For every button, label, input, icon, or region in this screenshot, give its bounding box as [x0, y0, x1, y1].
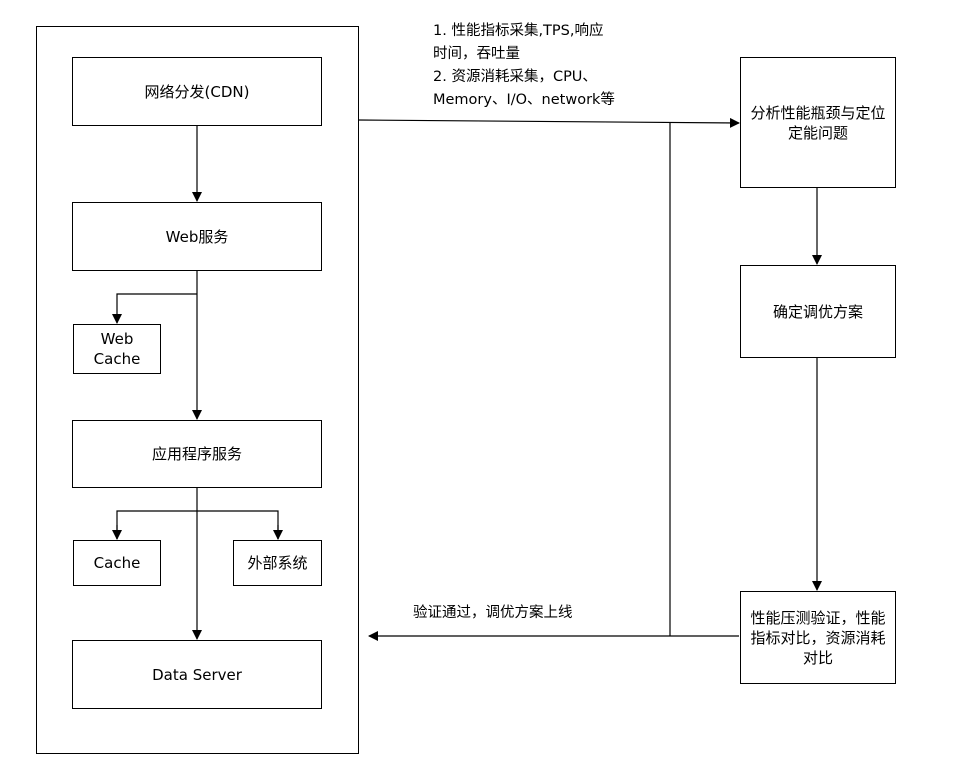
data-server-box: Data Server — [72, 640, 322, 709]
external-system-label: 外部系统 — [247, 554, 308, 572]
collection-note: 1. 性能指标采集,TPS,响应 时间，吞吐量 2. 资源消耗采集，CPU、 M… — [433, 20, 615, 112]
verify-box: 性能压测验证，性能指标对比，资源消耗对比 — [740, 591, 896, 684]
tune-plan-box: 确定调优方案 — [740, 265, 896, 358]
tune-plan-label: 确定调优方案 — [772, 302, 863, 321]
arrow-web-to-webcache — [112, 293, 197, 324]
arrow-stack-to-analyze — [357, 117, 740, 128]
analyze-label: 分析性能瓶颈与定位定能问题 — [750, 103, 886, 142]
system-stack-frame — [36, 26, 359, 754]
cache-label: Cache — [93, 554, 141, 572]
cdn-box: 网络分发(CDN) — [72, 57, 322, 126]
release-note: 验证通过，调优方案上线 — [413, 605, 573, 621]
app-service-box: 应用程序服务 — [72, 420, 322, 488]
app-service-label: 应用程序服务 — [151, 445, 242, 463]
analyze-box: 分析性能瓶颈与定位定能问题 — [740, 57, 896, 188]
verify-label: 性能压测验证，性能指标对比，资源消耗对比 — [750, 608, 886, 667]
cdn-label: 网络分发(CDN) — [144, 82, 250, 101]
external-system-box: 外部系统 — [233, 540, 322, 586]
collection-note-line-4: Memory、I/O、network等 — [433, 92, 615, 108]
collection-note-line-2: 时间，吞吐量 — [433, 46, 520, 62]
web-cache-box: Web Cache — [73, 324, 161, 374]
data-server-label: Data Server — [152, 665, 242, 684]
cache-box: Cache — [73, 540, 161, 586]
web-service-label: Web服务 — [165, 227, 229, 246]
collection-note-line-1: 1. 性能指标采集,TPS,响应 — [433, 23, 604, 39]
collection-note-line-3: 2. 资源消耗采集，CPU、 — [433, 69, 597, 85]
web-cache-label: Web Cache — [93, 330, 141, 368]
web-service-box: Web服务 — [72, 202, 322, 271]
